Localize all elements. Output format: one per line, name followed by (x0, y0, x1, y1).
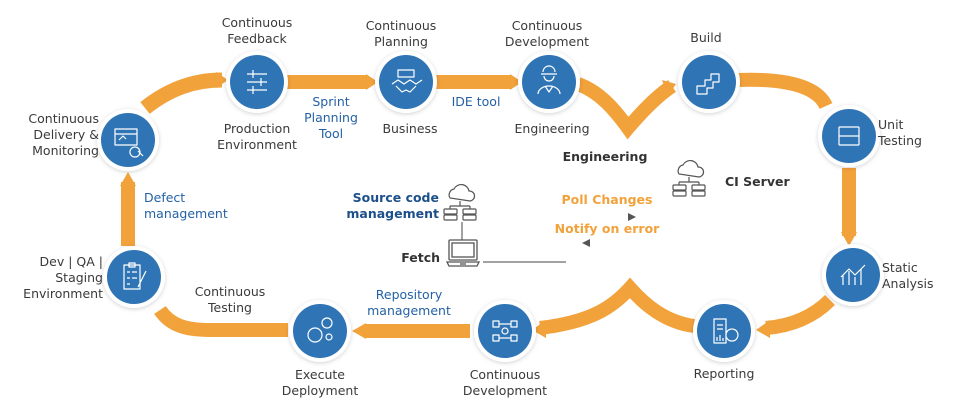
arrowhead-feedback (216, 72, 228, 88)
checklist-clipboard-icon (123, 262, 147, 290)
cont-development-bottom-label: Continuous Development (462, 367, 548, 398)
engineer-gear-icon (537, 65, 561, 95)
bar-trend-chart-icon (840, 264, 866, 285)
arrowhead-static (841, 232, 857, 246)
development-bottom-label: Engineering (514, 121, 590, 136)
node-continuous-development-top (518, 51, 580, 113)
node-continuous-delivery (97, 109, 159, 171)
node-unit-testing (818, 105, 880, 167)
continuous-testing-label: Continuous Testing (194, 284, 266, 315)
notify-on-error-label: Notify on error (554, 221, 660, 236)
node-circle (682, 55, 736, 109)
arrowhead-cont-development (532, 320, 546, 338)
planning-top-label: Continuous Planning (365, 18, 437, 49)
source-code-management-label: Source code management (346, 190, 439, 221)
node-continuous-development-bottom (474, 300, 536, 362)
static-analysis-label: Static Analysis (882, 260, 934, 291)
fetch-label: Fetch (401, 250, 440, 265)
node-dev-qa-staging (103, 246, 165, 308)
arrowhead-delivery (120, 172, 136, 186)
handshake-briefcase-icon (391, 69, 423, 93)
path-reporting-to-development (539, 277, 696, 335)
node-circle (826, 248, 880, 302)
arrowhead-planning (366, 74, 378, 90)
scm-server-icon (443, 183, 477, 221)
node-static-analysis (822, 244, 884, 306)
node-execute-deployment (289, 300, 351, 362)
path-development-to-build (575, 77, 677, 140)
path-deployment-to-devqa (154, 305, 288, 337)
ci-server-label: CI Server (725, 174, 790, 189)
repository-management-label: Repository management (367, 287, 451, 318)
dev-qa-staging-label: Dev | QA | Staging Environment (23, 254, 103, 301)
laptop-icon (445, 239, 481, 267)
ide-tool-label: IDE tool (451, 94, 501, 109)
poll-changes-arrowhead (628, 213, 636, 221)
planning-bottom-label: Business (382, 121, 438, 136)
notify-error-arrowhead (582, 239, 590, 247)
poll-changes-label: Poll Changes (561, 192, 653, 207)
execute-deployment-label: Execute Deployment (281, 367, 359, 398)
path-build-to-unit-testing (737, 72, 833, 110)
node-circle (107, 250, 161, 304)
build-label: Build (690, 30, 722, 45)
reporting-label: Reporting (693, 366, 755, 381)
flow-path (120, 72, 857, 339)
node-reporting (693, 300, 755, 362)
node-continuous-planning (375, 51, 437, 113)
unit-testing-label: Unit Testing (878, 117, 922, 148)
defect-management-label: Defect management (144, 190, 228, 221)
sprint-planning-tool-label: Sprint Planning Tool (304, 94, 358, 141)
node-circle (293, 304, 347, 358)
workflow-cubes-icon (247, 70, 267, 94)
circuit-nodes-icon (838, 126, 860, 146)
process-flow-gear-icon (492, 320, 518, 342)
node-build (678, 51, 740, 113)
ci-server-icon (672, 159, 706, 197)
path-delivery-to-feedback (140, 72, 223, 114)
gears-icon (307, 317, 333, 343)
node-circle (522, 55, 576, 109)
arrowhead-build (662, 80, 676, 96)
arrowhead-deployment (352, 323, 366, 339)
node-circle (697, 304, 751, 358)
dashboard-magnifier-icon (114, 128, 144, 158)
node-continuous-feedback (226, 51, 288, 113)
feedback-bottom-label: Production Environment (217, 121, 297, 152)
arrowhead-reporting (756, 320, 770, 338)
node-circle (101, 113, 155, 167)
engineering-heading: Engineering (562, 149, 648, 164)
puzzle-pieces-icon (696, 73, 720, 95)
report-pie-icon (713, 318, 739, 344)
arrowhead-development (510, 74, 522, 90)
path-static-to-reporting (765, 294, 835, 335)
development-top-label: Continuous Development (504, 18, 590, 49)
feedback-top-label: Continuous Feedback (221, 15, 293, 46)
node-circle (478, 304, 532, 358)
continuous-delivery-label: Continuous Delivery & Monitoring (28, 111, 99, 158)
